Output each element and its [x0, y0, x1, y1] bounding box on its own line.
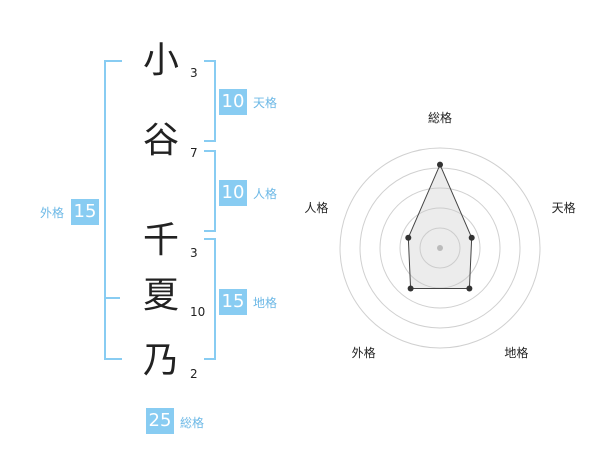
stroke-count-2: 7 — [190, 146, 198, 160]
radar-ring — [339, 147, 541, 349]
tenkaku-label: 天格 — [253, 96, 278, 110]
jinkaku-bracket — [204, 150, 216, 232]
name-char-5: 乃 — [142, 340, 179, 381]
radar-area — [407, 163, 473, 289]
radar-point-3 — [466, 285, 473, 292]
name-char-4: 夏 — [142, 275, 179, 316]
radar-axis-label: 地格 — [504, 345, 528, 360]
radar-axis-label: 人格 — [304, 200, 328, 215]
radar-axis-label: 総格 — [428, 110, 452, 125]
chikaku-label: 地格 — [253, 296, 278, 310]
stroke-count-1: 3 — [190, 66, 198, 80]
gaikaku-bracket — [104, 60, 122, 360]
name-char-1: 小 — [142, 40, 179, 81]
radar-point-2 — [468, 234, 475, 241]
radar-ring — [419, 227, 461, 269]
name-char-2: 谷 — [142, 120, 179, 161]
soukaku-label: 総格 — [180, 416, 205, 430]
radar-center — [437, 245, 443, 251]
radar-axis-label: 外格 — [352, 345, 376, 360]
gaikaku-label: 外格 — [40, 206, 65, 220]
stroke-count-3: 3 — [190, 246, 198, 260]
radar-point-5 — [405, 234, 412, 241]
soukaku-value: 25 — [146, 408, 174, 434]
tenkaku-bracket — [204, 60, 216, 142]
chikaku-bracket — [204, 238, 216, 360]
radar-axis-label: 天格 — [552, 200, 576, 215]
stroke-count-4: 10 — [190, 305, 206, 319]
name-char-3: 千 — [142, 220, 179, 261]
gaikaku-bracket-divider — [104, 297, 120, 299]
chikaku-value: 15 — [219, 289, 247, 315]
jinkaku-value: 10 — [219, 180, 247, 206]
radar-point-1 — [437, 161, 443, 168]
radar-point-4 — [407, 285, 414, 292]
radar-ring — [359, 167, 521, 329]
jinkaku-label: 人格 — [253, 187, 278, 201]
gaikaku-value: 15 — [71, 199, 99, 225]
radar-ring — [379, 187, 501, 309]
tenkaku-value: 10 — [219, 89, 247, 115]
stroke-count-5: 2 — [190, 367, 198, 381]
